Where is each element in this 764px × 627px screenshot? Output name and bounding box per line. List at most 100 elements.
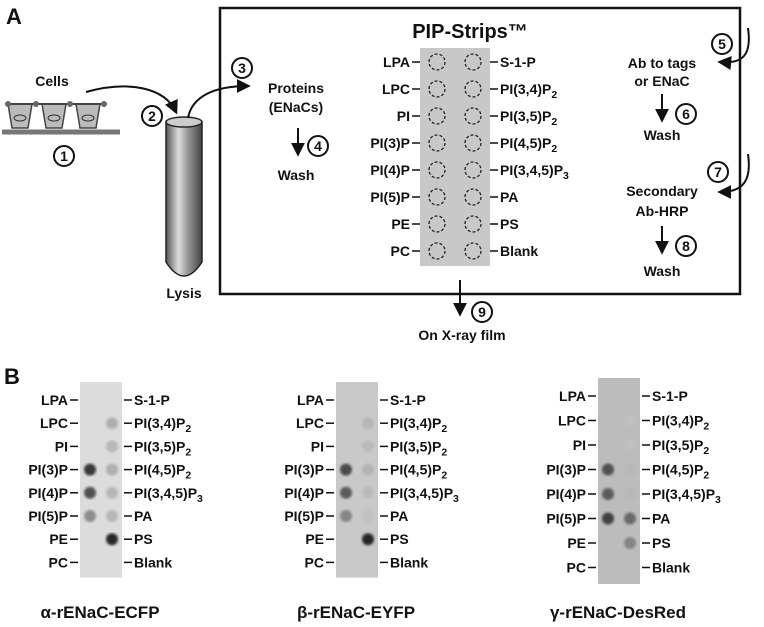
blot-spot-left <box>602 488 614 500</box>
blot-spot-right <box>106 463 118 476</box>
blot-label-left: LPA <box>41 392 68 408</box>
ab-arrow <box>717 27 750 70</box>
blot-label-right: PI(4,5)P2 <box>134 462 191 482</box>
blot-label-left: LPC <box>558 413 586 429</box>
blot-label-left: PE <box>49 531 68 547</box>
blot-label-right: PI(3,5)P2 <box>652 437 709 457</box>
blot-spot-left <box>84 510 96 522</box>
blot-label-left: PI(4)P <box>28 485 68 501</box>
blot-label-right: PA <box>134 508 152 524</box>
strip-label-left: PI <box>397 108 410 124</box>
strip-label-right: PS <box>500 216 519 232</box>
strip-spot-right <box>464 80 482 98</box>
blot-caption: α-rENaC-ECFP <box>40 603 159 622</box>
strip-label-right: PA <box>500 189 518 205</box>
blot-spot-left <box>340 510 352 522</box>
blot-spot-right <box>362 463 374 476</box>
blot-caption: β-rENaC-EYFP <box>297 603 415 622</box>
film-label: On X-ray film <box>418 327 505 343</box>
blot-spot-right <box>106 417 118 430</box>
blot-label-right: PA <box>390 508 408 524</box>
blot-label-right: PI(3,4)P2 <box>652 413 709 433</box>
blot-label-left: PI <box>55 438 68 454</box>
blot-label-left: PI(4)P <box>284 485 324 501</box>
strip-spot-right <box>464 242 482 260</box>
blot-spot-left <box>602 463 614 476</box>
blot-label-left: PI(3)P <box>284 462 324 478</box>
strip-label-left: PI(3)P <box>370 135 410 151</box>
proteins-label: Proteins <box>268 80 324 96</box>
blot-membrane <box>80 382 122 578</box>
blot-spot-right <box>106 486 118 499</box>
blot-label-left: PI(3)P <box>28 462 68 478</box>
culture-plate-icon <box>2 101 120 135</box>
blot-label-left: PE <box>305 531 324 547</box>
step-circle <box>141 105 163 127</box>
panel-b-letter: B <box>4 364 20 389</box>
blot-label-left: PC <box>305 554 324 570</box>
blot-spot-right <box>362 440 374 453</box>
step-circle <box>53 145 75 167</box>
blot-label-right: PI(3,4)P2 <box>390 415 447 435</box>
strip-label-left: LPA <box>383 54 410 70</box>
blot-label-right: PI(3,4,5)P3 <box>390 485 459 505</box>
blot-label-right: PI(4,5)P2 <box>652 462 709 482</box>
blot-spot-right <box>624 439 636 451</box>
strip-spot-left <box>428 134 446 152</box>
blot-spot-right <box>362 533 374 546</box>
step-circle <box>675 103 697 125</box>
blot-label-left: PI(5)P <box>546 511 586 527</box>
blot-label-left: PE <box>567 535 586 551</box>
wash-label-left: Wash <box>278 167 315 183</box>
blot-label-right: PA <box>652 511 670 527</box>
strip-label-right: PI(3,4,5)P3 <box>500 162 569 182</box>
tube-to-proteins-arrow <box>187 79 251 119</box>
wash-label-right: Wash <box>644 263 681 279</box>
blot-label-left: PC <box>567 560 586 576</box>
blot-label-left: LPC <box>40 415 68 431</box>
strip-spot-right <box>464 107 482 125</box>
step-number: 2 <box>148 108 156 124</box>
strip-label-left: PC <box>391 243 410 259</box>
strip-spot-left <box>428 161 446 179</box>
step-circle <box>307 135 329 157</box>
step-number: 8 <box>682 238 690 254</box>
blot-label-right: PS <box>652 535 671 551</box>
strip-spot-right <box>464 53 482 71</box>
step-number: 3 <box>238 60 246 76</box>
strip-label-left: PI(5)P <box>370 189 410 205</box>
proteins-sub-label: (ENaCs) <box>269 99 323 115</box>
blot-caption: γ-rENaC-DesRed <box>550 603 686 622</box>
strip-label-left: PE <box>391 216 410 232</box>
blot-label-right: PS <box>390 531 409 547</box>
blot-label-left: PI <box>573 437 586 453</box>
strip-label-right: PI(3,4)P2 <box>500 81 557 101</box>
blot-label-left: PI(3)P <box>546 462 586 478</box>
step-circle <box>711 33 733 55</box>
blot-spot-right <box>362 510 374 522</box>
blot-label-left: PI <box>311 438 324 454</box>
blot-label-right: S-1-P <box>652 388 688 404</box>
strip-label-right: Blank <box>500 243 538 259</box>
blot-panel: LPALPCPIPI(3)PPI(4)PPI(5)PPEPCS-1-PPI(3,… <box>284 382 459 622</box>
blot-spot-right <box>106 510 118 522</box>
wash-label-mid: Wash <box>644 127 681 143</box>
blot-label-right: S-1-P <box>390 392 426 408</box>
step-circle <box>471 301 493 323</box>
blot-spot-right <box>362 486 374 499</box>
blot-spot-left <box>84 463 96 476</box>
ab-sub-label: or ENaC <box>634 73 689 89</box>
blot-label-right: PI(4,5)P2 <box>390 462 447 482</box>
blot-spot-right <box>624 463 636 476</box>
blot-label-right: Blank <box>134 554 172 570</box>
blot-label-right: PI(3,4,5)P3 <box>652 486 721 506</box>
blot-label-left: PI(4)P <box>546 486 586 502</box>
blot-spot-right <box>624 512 636 525</box>
blot-membrane <box>598 378 640 584</box>
strip-label-left: PI(4)P <box>370 162 410 178</box>
step-circle <box>707 161 729 183</box>
blot-label-left: PC <box>49 554 68 570</box>
blot-spot-right <box>624 414 636 427</box>
pip-strips-frame <box>218 6 742 296</box>
blot-label-right: Blank <box>390 554 428 570</box>
